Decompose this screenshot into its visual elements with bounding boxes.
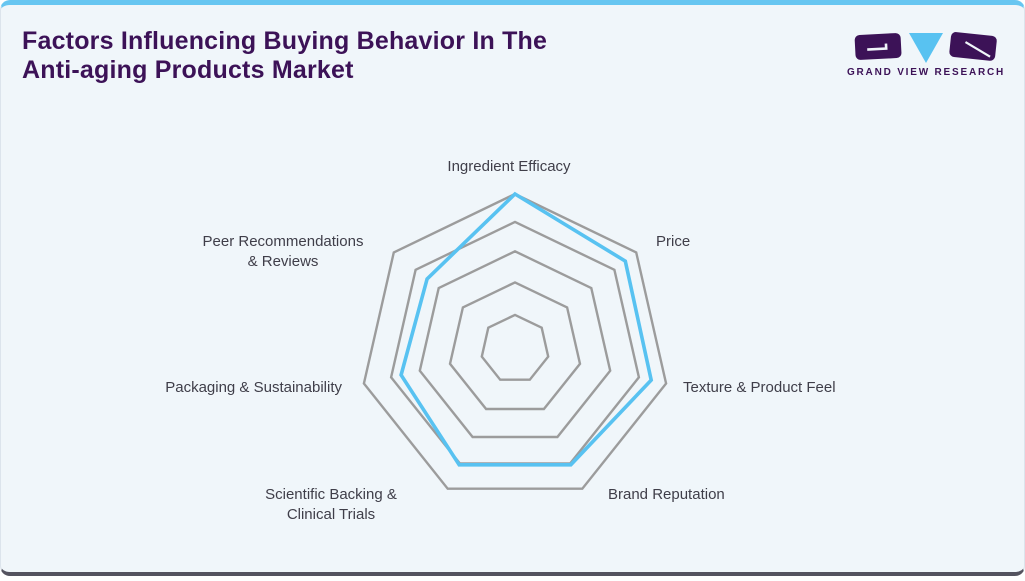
radar-grid-ring-2 — [450, 282, 580, 409]
axis-label-peer-recommendations: Peer Recommendations & Reviews — [133, 232, 433, 272]
axis-label-texture-product-feel: Texture & Product Feel — [683, 378, 836, 398]
radar-chart — [1, 5, 1025, 581]
axis-label-scientific-backing: Scientific Backing & Clinical Trials — [181, 485, 481, 525]
radar-grid-ring-1 — [482, 315, 548, 380]
radar-series — [401, 194, 651, 465]
axis-label-brand-reputation: Brand Reputation — [608, 485, 725, 505]
axis-label-price: Price — [656, 232, 690, 252]
axis-label-ingredient-efficacy: Ingredient Efficacy — [359, 157, 659, 177]
axis-label-packaging-sustainability: Packaging & Sustainability — [42, 378, 342, 398]
